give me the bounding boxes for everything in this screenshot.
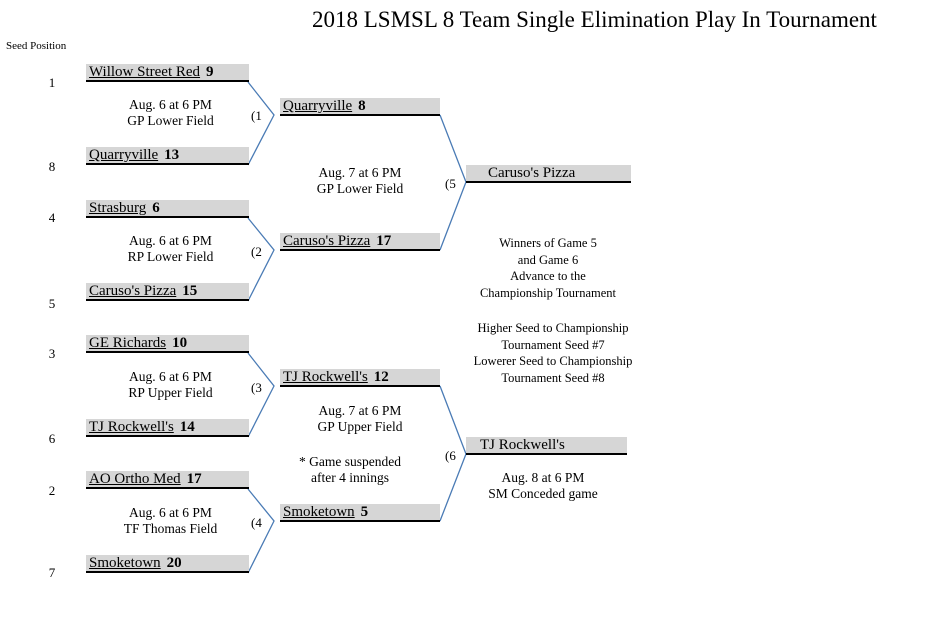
- r2-slot-carusos-pizza: Caruso's Pizza 17: [280, 233, 440, 251]
- game-field: GP Lower Field: [127, 113, 214, 128]
- seed-6: 6: [48, 431, 56, 446]
- r2-slot-tj-rockwells: TJ Rockwell's 12: [280, 369, 440, 387]
- team-score: 20: [166, 555, 182, 571]
- team-score: 10: [172, 335, 188, 351]
- game-date: Aug. 6 at 6 PM: [129, 505, 212, 520]
- game-number-2: (2: [251, 244, 262, 259]
- team-name: Quarryville: [89, 147, 159, 163]
- team-name: Willow Street Red: [89, 64, 201, 80]
- note-line: Lowerer Seed to Championship: [473, 354, 633, 368]
- r3-slot-carusos-pizza: Caruso's Pizza: [466, 165, 631, 183]
- team-name: Caruso's Pizza: [488, 165, 576, 181]
- team-name: Quarryville: [283, 98, 353, 114]
- seed-3: 3: [48, 346, 56, 361]
- game-number-6: (6: [445, 448, 456, 463]
- team-score: 9: [206, 64, 214, 80]
- game-number-1: (1: [251, 108, 262, 123]
- r1-slot-carusos-pizza: Caruso's Pizza 15: [86, 283, 249, 301]
- team-name: TJ Rockwell's: [283, 369, 368, 385]
- seed-1: 1: [48, 75, 56, 90]
- note-line: after 4 innings: [311, 470, 389, 485]
- note-line: Tournament Seed #8: [501, 370, 605, 385]
- game-field: GP Upper Field: [317, 419, 403, 434]
- page-title: 2018 LSMSL 8 Team Single Elimination Pla…: [312, 7, 877, 32]
- team-name: Caruso's Pizza: [89, 283, 177, 299]
- note-line: Winners of Game 5: [499, 236, 597, 250]
- connector-game-4: [247, 488, 275, 574]
- r2-slot-quarryville: Quarryville 8: [280, 98, 440, 116]
- team-score: 17: [186, 471, 202, 487]
- team-name: AO Ortho Med: [89, 471, 181, 487]
- game-date: Aug. 8 at 6 PM: [501, 470, 585, 485]
- team-name: Strasburg: [89, 200, 147, 216]
- seed-4: 4: [48, 210, 56, 225]
- team-score: 13: [164, 147, 180, 163]
- seed-2: 2: [48, 483, 56, 498]
- connector-game-2: [247, 217, 275, 302]
- team-name: Smoketown: [283, 504, 355, 520]
- r1-slot-quarryville: Quarryville 13: [86, 147, 249, 165]
- team-score: 5: [360, 504, 369, 520]
- game-date: Aug. 6 at 6 PM: [129, 233, 212, 248]
- team-name: GE Richards: [89, 335, 167, 351]
- team-score: 17: [376, 233, 392, 249]
- game-date: Aug. 6 at 6 PM: [129, 97, 212, 112]
- team-score: 8: [358, 98, 366, 114]
- note-line: Higher Seed to Championship: [477, 321, 629, 335]
- game-date: Aug. 7 at 6 PM: [318, 165, 402, 180]
- r1-slot-ge-richards: GE Richards 10: [86, 335, 249, 353]
- seed-8: 8: [48, 159, 56, 174]
- game-number-4: (4: [251, 515, 262, 530]
- game-field: GP Lower Field: [316, 181, 404, 196]
- seeding-note: Higher Seed to Championship Tournament S…: [463, 320, 643, 386]
- r1-slot-willow-street-red: Willow Street Red 9: [86, 64, 249, 82]
- game-field: RP Upper Field: [128, 385, 213, 400]
- game-date: Aug. 6 at 6 PM: [129, 369, 212, 384]
- connector-game-3: [247, 352, 275, 438]
- team-name: TJ Rockwell's: [89, 419, 174, 435]
- note-line: and Game 6: [517, 252, 579, 267]
- seed-5: 5: [48, 296, 56, 311]
- r1-slot-strasburg: Strasburg 6: [86, 200, 249, 218]
- team-score: 14: [179, 419, 195, 435]
- note-line: Advance to the: [510, 269, 586, 283]
- team-score: 15: [182, 283, 198, 299]
- r3-slot-tj-rockwells: TJ Rockwell's: [466, 437, 627, 455]
- team-score: 6: [152, 200, 160, 216]
- game-note: SM Conceded game: [488, 486, 598, 501]
- r1-slot-ao-ortho-med: AO Ortho Med 17: [86, 471, 249, 489]
- team-name: TJ Rockwell's: [480, 437, 565, 453]
- r1-slot-tj-rockwells: TJ Rockwell's 14: [86, 419, 249, 437]
- game-number-3: (3: [251, 380, 262, 395]
- r2-slot-smoketown: Smoketown 5: [280, 504, 440, 522]
- seed-position-header: Seed Position: [6, 40, 67, 52]
- game-field: TF Thomas Field: [123, 521, 218, 536]
- r1-slot-smoketown: Smoketown 20: [86, 555, 249, 573]
- team-score: 12: [373, 369, 389, 385]
- connector-game-1: [247, 81, 275, 166]
- note-line: * Game suspended: [299, 454, 401, 469]
- game-date: Aug. 7 at 6 PM: [318, 403, 402, 418]
- advance-note: Winners of Game 5 and Game 6 Advance to …: [468, 235, 628, 301]
- team-name: Smoketown: [89, 555, 161, 571]
- note-line: Championship Tournament: [479, 285, 617, 300]
- team-name: Caruso's Pizza: [283, 233, 371, 249]
- seed-7: 7: [48, 565, 56, 580]
- game-field: RP Lower Field: [127, 249, 214, 264]
- note-line: Tournament Seed #7: [501, 337, 605, 352]
- game-number-5: (5: [445, 176, 456, 191]
